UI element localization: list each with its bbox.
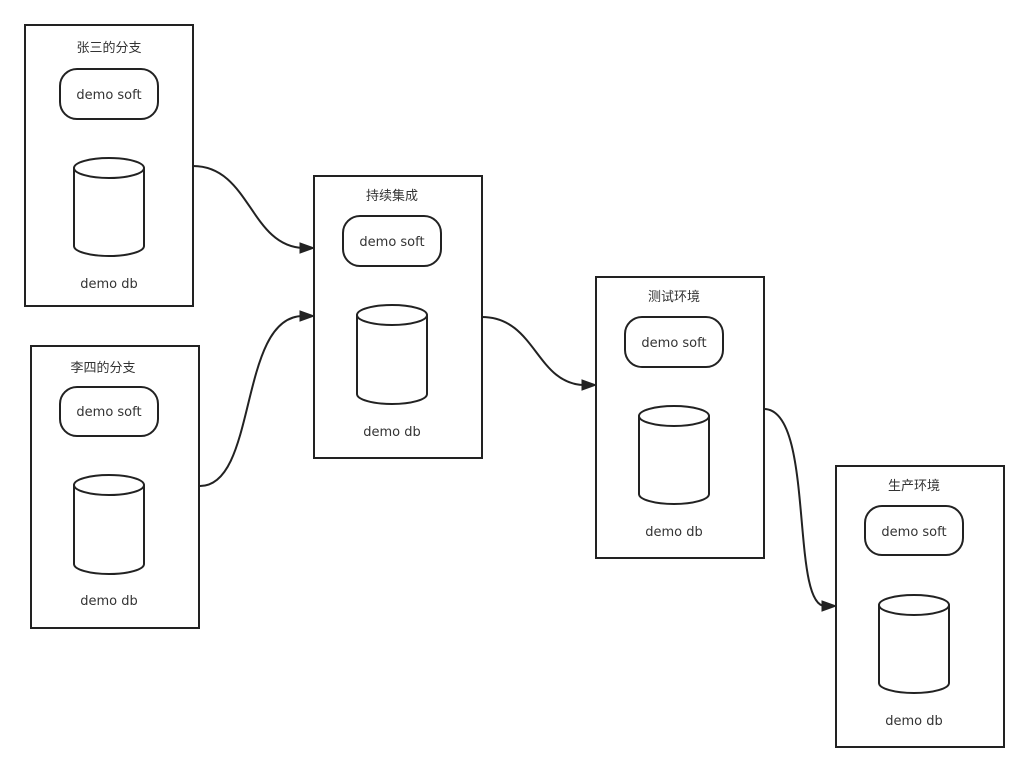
edge-test-to-prod[interactable] [763, 408, 826, 607]
database-icon[interactable] [638, 405, 710, 505]
db-label: demo db [363, 425, 421, 440]
arrowhead-lisi-to-ci [299, 310, 316, 322]
node-title: 测试环境 [648, 290, 700, 305]
soft-label: demo soft [881, 525, 946, 540]
db-label: demo db [885, 714, 943, 729]
node-title: 李四的分支 [70, 360, 135, 376]
node-title: 生产环境 [888, 479, 940, 494]
soft-pill[interactable] [59, 68, 159, 120]
database-icon[interactable] [356, 304, 428, 405]
soft-label: demo soft [76, 88, 141, 103]
node-test[interactable]: 测试环境 demo soft demo db [595, 276, 765, 559]
node-ci[interactable]: 持续集成 demo soft demo db [313, 175, 483, 459]
soft-pill[interactable] [342, 215, 442, 267]
edge-lisi-to-ci[interactable] [199, 315, 304, 487]
database-icon[interactable] [878, 594, 950, 694]
node-lisi[interactable]: 李四的分支 demo soft demo db [30, 345, 200, 629]
node-zhangsan[interactable]: 张三的分支 demo soft demo db [24, 24, 194, 307]
node-prod[interactable]: 生产环境 demo soft demo db [835, 465, 1005, 748]
database-icon[interactable] [73, 157, 145, 257]
soft-pill[interactable] [59, 386, 159, 437]
arrowhead-zhangsan-to-ci [299, 242, 316, 254]
edges [192, 165, 838, 612]
arrowhead-ci-to-test [581, 379, 598, 391]
soft-pill[interactable] [624, 316, 724, 368]
edge-zhangsan-to-ci[interactable] [192, 165, 304, 249]
soft-label: demo soft [359, 235, 424, 250]
edge-ci-to-test[interactable] [481, 316, 586, 386]
soft-label: demo soft [76, 405, 141, 420]
db-label: demo db [80, 277, 138, 292]
arrowhead-test-to-prod [821, 600, 838, 612]
node-title: 持续集成 [366, 188, 418, 204]
soft-label: demo soft [641, 336, 706, 351]
db-label: demo db [80, 594, 138, 609]
db-label: demo db [645, 525, 703, 540]
soft-pill[interactable] [864, 505, 964, 556]
node-title: 张三的分支 [76, 40, 141, 56]
database-icon[interactable] [73, 474, 145, 575]
